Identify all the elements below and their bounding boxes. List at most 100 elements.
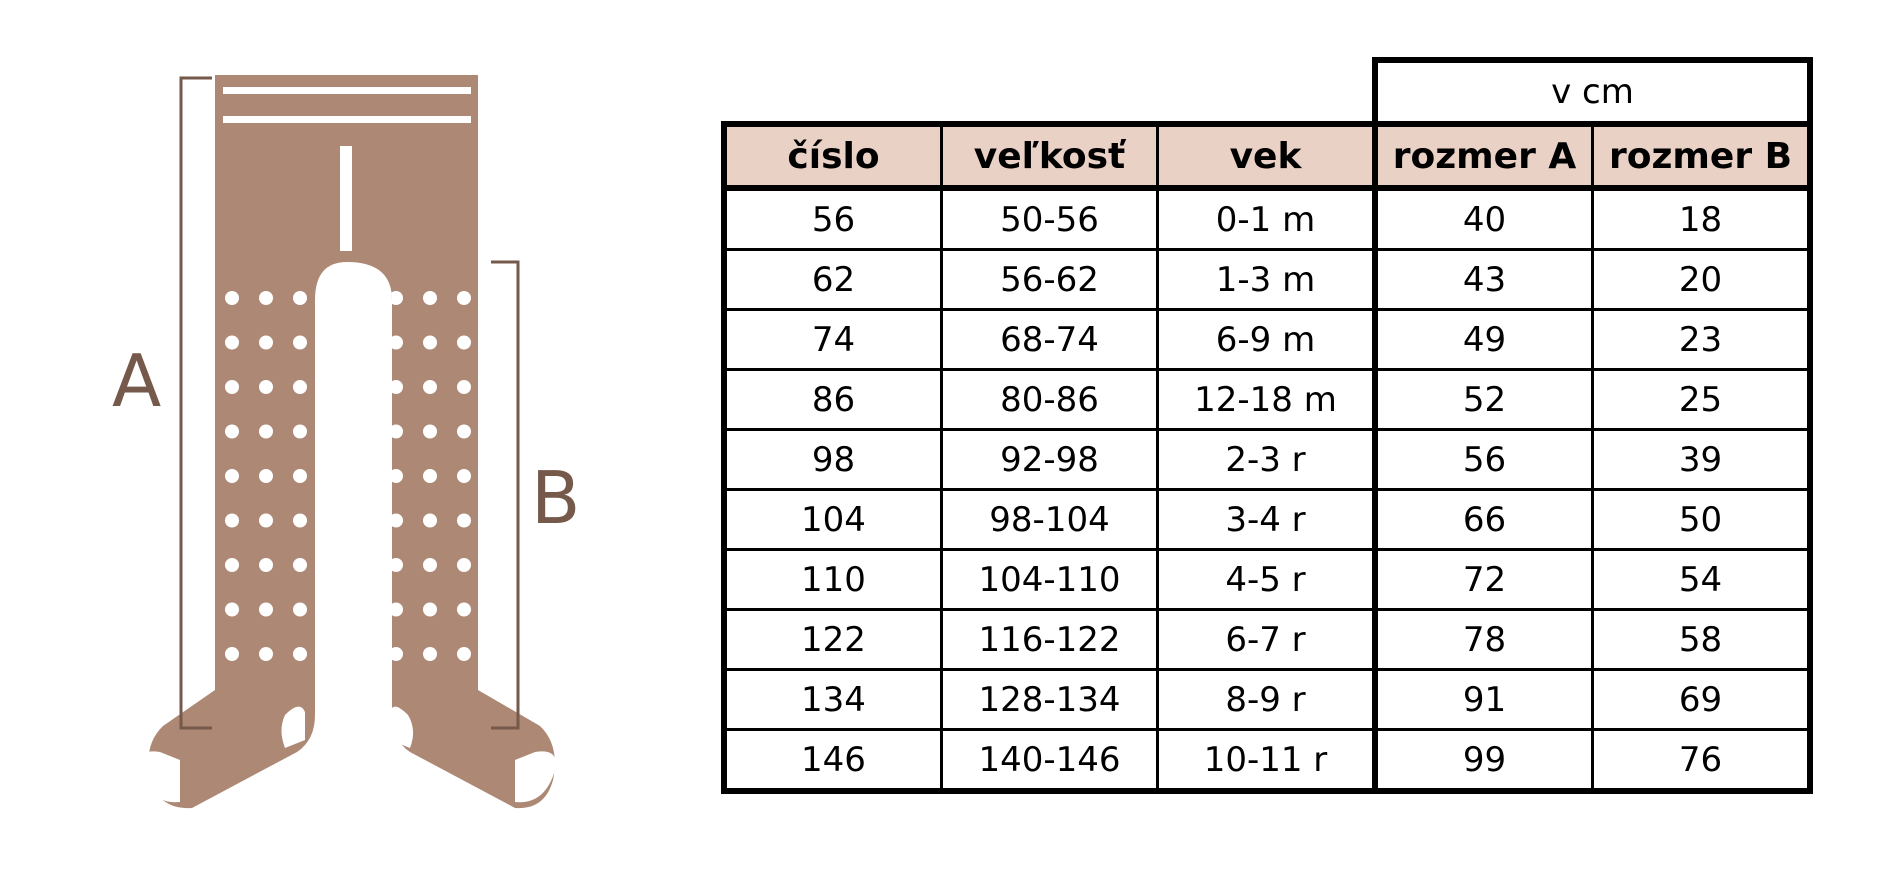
right-heel (390, 706, 414, 748)
pattern-dot (457, 602, 471, 617)
waistband-stripe (223, 87, 471, 94)
left-toe (139, 751, 180, 803)
cell-age: 2-3 r (1156, 428, 1377, 491)
pattern-dot (457, 424, 471, 439)
cell-number: 134 (721, 668, 943, 731)
cell-age: 10-11 r (1156, 728, 1377, 794)
pattern-dot (423, 558, 437, 572)
column-header-age: vek (1156, 121, 1377, 191)
pattern-dot (259, 558, 273, 572)
cell-dimension-a: 78 (1372, 608, 1594, 671)
cell-dimension-a: 66 (1372, 488, 1594, 551)
pattern-dot (389, 513, 403, 528)
cell-dimension-b: 23 (1591, 308, 1813, 371)
pattern-dot (423, 647, 437, 661)
cell-number: 146 (721, 728, 943, 794)
pattern-dot (457, 513, 471, 528)
pattern-dot (423, 602, 437, 617)
cell-number: 122 (721, 608, 943, 671)
cell-dimension-a: 56 (1372, 428, 1594, 491)
pattern-dot (225, 602, 239, 617)
cell-dimension-b: 58 (1591, 608, 1813, 671)
dot-pattern (225, 291, 471, 661)
pattern-dot (225, 647, 239, 661)
unit-row: v cm (724, 57, 1813, 127)
pattern-dot (293, 424, 307, 439)
cell-size: 104-110 (940, 548, 1159, 611)
cell-age: 3-4 r (1156, 488, 1377, 551)
size-chart-table: v cm číslo veľkosť vek rozmer A rozmer B… (721, 57, 1813, 794)
cell-number: 86 (721, 368, 943, 431)
cell-dimension-a: 40 (1372, 186, 1594, 251)
pattern-dot (389, 647, 403, 661)
right-toe (515, 751, 556, 803)
cell-number: 56 (721, 186, 943, 251)
pattern-dot (389, 602, 403, 617)
cell-size: 128-134 (940, 668, 1159, 731)
cell-age: 6-7 r (1156, 608, 1377, 671)
cell-number: 62 (721, 248, 943, 311)
pattern-dot (225, 424, 239, 439)
cell-size: 140-146 (940, 728, 1159, 794)
cell-dimension-b: 69 (1591, 668, 1813, 731)
pattern-dot (423, 513, 437, 528)
pattern-dot (293, 513, 307, 528)
pattern-dot (293, 647, 307, 661)
cell-dimension-a: 99 (1372, 728, 1594, 794)
cell-dimension-a: 72 (1372, 548, 1594, 611)
pattern-dot (457, 647, 471, 661)
cell-number: 98 (721, 428, 943, 491)
pattern-dot (293, 602, 307, 617)
cell-dimension-b: 20 (1591, 248, 1813, 311)
pattern-dot (457, 291, 471, 305)
header-row: číslo veľkosť vek rozmer A rozmer B (721, 121, 1813, 191)
pattern-dot (293, 335, 307, 350)
pattern-dot (423, 380, 437, 394)
pattern-dot (225, 469, 239, 483)
pattern-dot (225, 558, 239, 572)
pattern-dot (293, 558, 307, 572)
pattern-dot (225, 335, 239, 350)
left-heel (281, 706, 305, 748)
pattern-dot (423, 424, 437, 439)
bracket-a (179, 76, 212, 730)
pattern-dot (423, 291, 437, 305)
pattern-dot (423, 469, 437, 483)
pattern-dot (259, 647, 273, 661)
pattern-dot (259, 513, 273, 528)
cell-size: 116-122 (940, 608, 1159, 671)
cell-size: 98-104 (940, 488, 1159, 551)
cell-number: 110 (721, 548, 943, 611)
cell-size: 50-56 (940, 186, 1159, 251)
pattern-dot (259, 291, 273, 305)
pattern-dot (225, 291, 239, 305)
pattern-dot (259, 602, 273, 617)
pattern-dot (293, 291, 307, 305)
pattern-dot (293, 380, 307, 394)
dimension-label-a: A (112, 339, 162, 423)
cell-dimension-a: 43 (1372, 248, 1594, 311)
cell-dimension-b: 50 (1591, 488, 1813, 551)
cell-age: 12-18 m (1156, 368, 1377, 431)
cell-dimension-a: 49 (1372, 308, 1594, 371)
cell-age: 4-5 r (1156, 548, 1377, 611)
pattern-dot (389, 558, 403, 572)
cell-dimension-b: 25 (1591, 368, 1813, 431)
pattern-dot (293, 469, 307, 483)
cell-age: 6-9 m (1156, 308, 1377, 371)
dimension-label-b: B (531, 456, 581, 540)
cell-dimension-a: 52 (1372, 368, 1594, 431)
pattern-dot (457, 469, 471, 483)
cell-size: 68-74 (940, 308, 1159, 371)
pattern-dot (423, 335, 437, 350)
cell-dimension-b: 54 (1591, 548, 1813, 611)
pattern-dot (259, 424, 273, 439)
